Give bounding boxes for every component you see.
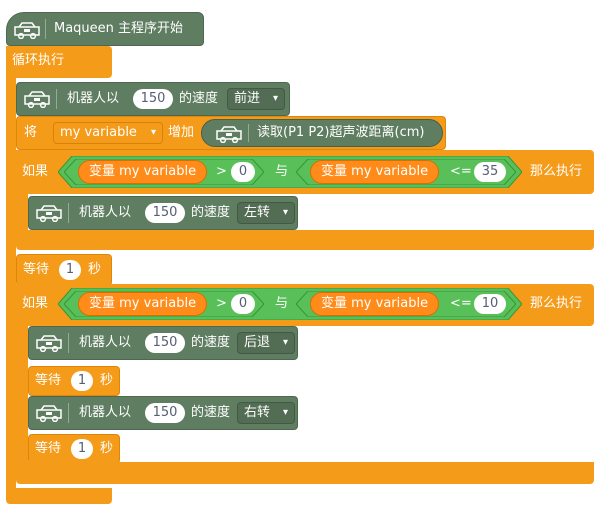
maqueen-robot-icon — [216, 125, 242, 144]
motor-prefix: 机器人以 — [79, 335, 132, 350]
wait-seconds-input[interactable]: 1 — [71, 371, 93, 391]
block-separator — [248, 124, 249, 142]
hat-separator — [45, 19, 46, 39]
variable-label: my variable — [60, 125, 137, 140]
chevron-down-icon: ▾ — [282, 407, 288, 418]
reporter-label: 读取(P1 P2)超声波距离(cm) — [257, 125, 425, 140]
if-block-1-arm — [16, 194, 28, 230]
motor-prefix: 机器人以 — [67, 91, 120, 106]
then-label: 那么执行 — [530, 164, 583, 179]
motor-suffix: 的速度 — [191, 205, 231, 220]
maqueen-robot-icon — [36, 204, 62, 223]
if-block-2-arm — [16, 326, 28, 462]
speed-input[interactable]: 150 — [133, 89, 173, 109]
variable-reporter[interactable]: 变量 my variable — [310, 292, 440, 316]
chevron-down-icon: ▾ — [282, 207, 288, 218]
motor-run-block-2[interactable]: 机器人以 150 的速度 左转 ▾ — [28, 196, 298, 230]
forever-loop-label: 循环执行 — [12, 53, 65, 68]
block-separator — [68, 403, 69, 423]
maqueen-robot-icon — [14, 21, 40, 40]
direction-label: 后退 — [244, 335, 271, 350]
speed-input[interactable]: 150 — [145, 403, 185, 423]
change-variable-block[interactable]: 将 my variable ▾ 增加 读取(P1 P2)超声波距离(cm) — [16, 116, 446, 150]
wait-prefix: 等待 — [23, 262, 50, 277]
and-label: 与 — [275, 164, 289, 179]
motor-prefix: 机器人以 — [79, 405, 132, 420]
wait-block-1[interactable]: 等待 1 秒 — [16, 254, 112, 286]
gt-value-input[interactable]: 0 — [231, 294, 255, 314]
gt-value-input[interactable]: 0 — [231, 162, 255, 182]
le-symbol: <= — [450, 164, 472, 179]
wait-block-2[interactable]: 等待 1 秒 — [28, 366, 120, 396]
variable-reporter[interactable]: 变量 my variable — [78, 160, 208, 184]
chevron-down-icon: ▾ — [150, 127, 156, 138]
block-separator — [68, 333, 69, 353]
le-value-input[interactable]: 10 — [474, 294, 506, 314]
speed-input[interactable]: 150 — [145, 203, 185, 223]
chevron-down-icon: ▾ — [282, 337, 288, 348]
variable-reporter[interactable]: 变量 my variable — [310, 160, 440, 184]
motor-run-block-1[interactable]: 机器人以 150 的速度 前进 ▾ — [16, 82, 290, 116]
wait-prefix: 等待 — [35, 373, 62, 388]
wait-block-3[interactable]: 等待 1 秒 — [28, 434, 120, 464]
wait-suffix: 秒 — [100, 441, 114, 456]
le-value-input[interactable]: 35 — [474, 162, 506, 182]
wait-seconds-input[interactable]: 1 — [59, 260, 81, 280]
direction-dropdown[interactable]: 后退 ▾ — [237, 332, 295, 354]
le-symbol: <= — [450, 296, 472, 311]
wait-suffix: 秒 — [100, 373, 114, 388]
change-action: 增加 — [168, 125, 195, 140]
maqueen-robot-icon — [36, 334, 62, 353]
forever-loop-left-arm — [6, 78, 16, 490]
forever-loop-bottom — [6, 488, 112, 504]
wait-prefix: 等待 — [35, 441, 62, 456]
wait-seconds-input[interactable]: 1 — [71, 439, 93, 459]
variable-reporter[interactable]: 变量 my variable — [78, 292, 208, 316]
motor-suffix: 的速度 — [179, 91, 219, 106]
direction-dropdown[interactable]: 左转 ▾ — [237, 202, 295, 224]
wait-suffix: 秒 — [88, 262, 102, 277]
motor-run-block-4[interactable]: 机器人以 150 的速度 右转 ▾ — [28, 396, 298, 430]
direction-label: 前进 — [234, 91, 261, 106]
gt-symbol: > — [216, 164, 227, 179]
maqueen-robot-icon — [24, 90, 50, 109]
and-label: 与 — [275, 296, 289, 311]
set-prefix: 将 — [24, 125, 38, 140]
motor-suffix: 的速度 — [191, 335, 231, 350]
motor-suffix: 的速度 — [191, 405, 231, 420]
variable-dropdown[interactable]: my variable ▾ — [53, 122, 163, 144]
gt-symbol: > — [216, 296, 227, 311]
direction-dropdown[interactable]: 右转 ▾ — [237, 402, 295, 424]
block-separator — [56, 89, 57, 109]
block-separator — [68, 203, 69, 223]
motor-run-block-3[interactable]: 机器人以 150 的速度 后退 ▾ — [28, 326, 298, 360]
motor-prefix: 机器人以 — [79, 205, 132, 220]
ultrasonic-reporter[interactable]: 读取(P1 P2)超声波距离(cm) — [201, 119, 443, 147]
maqueen-main-hat-block[interactable]: Maqueen 主程序开始 — [6, 12, 204, 46]
direction-label: 左转 — [244, 205, 271, 220]
then-label: 那么执行 — [530, 296, 583, 311]
direction-dropdown[interactable]: 前进 ▾ — [227, 88, 285, 110]
chevron-down-icon: ▾ — [272, 93, 278, 104]
hat-label: Maqueen 主程序开始 — [54, 21, 184, 36]
direction-label: 右转 — [244, 405, 271, 420]
if-label: 如果 — [22, 164, 49, 179]
maqueen-robot-icon — [36, 404, 62, 423]
if-label: 如果 — [22, 296, 49, 311]
forever-loop-top[interactable] — [6, 46, 112, 78]
if-block-1-bottom — [16, 230, 594, 250]
speed-input[interactable]: 150 — [145, 333, 185, 353]
if-block-2-bottom — [16, 462, 594, 484]
